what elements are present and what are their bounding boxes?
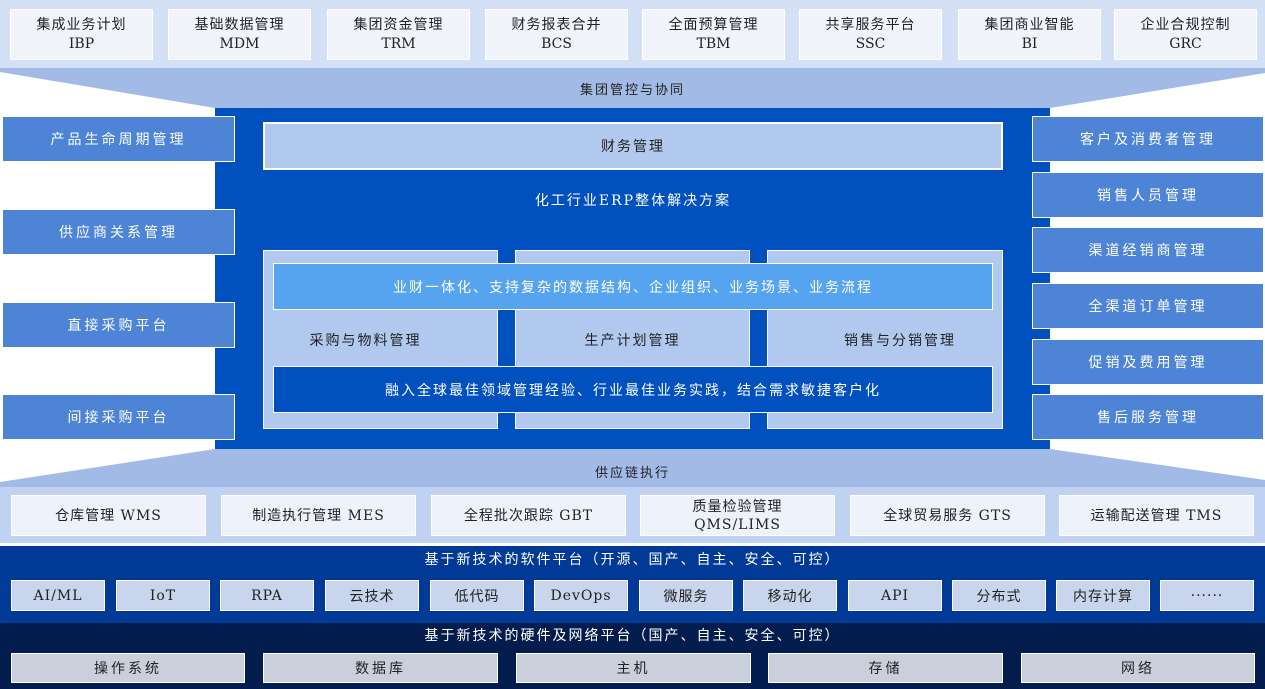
module-name: 运输配送管理 TMS <box>1090 507 1223 524</box>
top-trapezoid <box>0 68 1265 108</box>
sw-item-microservice[interactable]: 微服务 <box>639 580 733 611</box>
module-name: 集团资金管理 <box>353 16 444 33</box>
best-practice-banner: 融入全球最佳领域管理经验、行业最佳业务实践，结合需求敏捷客户化 <box>273 366 993 413</box>
module-code: TRM <box>381 35 416 52</box>
sw-item-iot[interactable]: IoT <box>116 580 210 611</box>
right-module-channel-dealer[interactable]: 渠道经销商管理 <box>1032 227 1264 273</box>
hw-item-os[interactable]: 操作系统 <box>11 653 245 683</box>
sc-module-tms[interactable]: 运输配送管理 TMS <box>1059 495 1254 536</box>
module-code: BCS <box>541 35 572 52</box>
right-module-promotion[interactable]: 促销及费用管理 <box>1032 339 1264 385</box>
module-name: 集成业务计划 <box>36 16 127 33</box>
module-code: MDM <box>219 35 260 52</box>
sw-item-cloud[interactable]: 云技术 <box>325 580 419 611</box>
module-name: 全面预算管理 <box>668 16 759 33</box>
sw-item-more[interactable]: ······ <box>1160 580 1254 611</box>
sc-module-mes[interactable]: 制造执行管理 MES <box>221 495 416 536</box>
top-module-ibp[interactable]: 集成业务计划 IBP <box>10 9 153 60</box>
top-module-bi[interactable]: 集团商业智能 BI <box>958 9 1101 60</box>
top-module-ssc[interactable]: 共享服务平台 SSC <box>799 9 942 60</box>
sc-module-gts[interactable]: 全球贸易服务 GTS <box>850 495 1045 536</box>
sw-item-aiml[interactable]: AI/ML <box>11 580 105 611</box>
column-label-sales: 销售与分销管理 <box>844 333 956 349</box>
sw-item-lowcode[interactable]: 低代码 <box>430 580 524 611</box>
sw-item-in-memory[interactable]: 内存计算 <box>1056 580 1150 611</box>
hw-item-network[interactable]: 网络 <box>1021 653 1255 683</box>
bottom-trapezoid <box>0 449 1265 487</box>
module-name: 全球贸易服务 GTS <box>883 507 1012 524</box>
module-name: 仓库管理 WMS <box>55 507 162 524</box>
group-control-label: 集团管控与协同 <box>579 82 685 98</box>
left-module-srm[interactable]: 供应商关系管理 <box>2 209 235 255</box>
sc-module-wms[interactable]: 仓库管理 WMS <box>11 495 206 536</box>
sc-module-gbt[interactable]: 全程批次跟踪 GBT <box>431 495 626 536</box>
column-label-procurement: 采购与物料管理 <box>309 333 422 349</box>
left-module-direct-procurement[interactable]: 直接采购平台 <box>2 302 235 348</box>
software-platform-title: 基于新技术的软件平台（开源、国产、自主、安全、可控） <box>424 552 841 568</box>
module-code: GRC <box>1169 35 1202 52</box>
right-module-after-sales[interactable]: 售后服务管理 <box>1032 394 1264 440</box>
hw-item-host[interactable]: 主机 <box>516 653 751 683</box>
column-label-production: 生产计划管理 <box>584 333 681 349</box>
module-name: 集团商业智能 <box>984 16 1075 33</box>
hw-item-database[interactable]: 数据库 <box>263 653 498 683</box>
module-name: 基础数据管理 <box>194 16 285 33</box>
right-module-omni-order[interactable]: 全渠道订单管理 <box>1032 283 1264 329</box>
finance-management[interactable]: 财务管理 <box>263 122 1003 170</box>
module-code: IBP <box>68 35 95 52</box>
module-sub: QMS/LIMS <box>694 516 781 533</box>
right-module-sales-staff[interactable]: 销售人员管理 <box>1032 172 1264 218</box>
sw-item-mobile[interactable]: 移动化 <box>743 580 837 611</box>
left-module-plm[interactable]: 产品生命周期管理 <box>2 116 235 162</box>
sw-item-devops[interactable]: DevOps <box>534 580 628 611</box>
supply-chain-label: 供应链执行 <box>594 465 670 481</box>
module-name: 企业合规控制 <box>1140 16 1231 33</box>
top-module-tbm[interactable]: 全面预算管理 TBM <box>642 9 785 60</box>
top-module-trm[interactable]: 集团资金管理 TRM <box>327 9 470 60</box>
erp-solution-title: 化工行业ERP整体解决方案 <box>534 193 732 209</box>
module-code: SSC <box>855 35 886 52</box>
sw-item-distributed[interactable]: 分布式 <box>952 580 1046 611</box>
right-module-customer[interactable]: 客户及消费者管理 <box>1032 116 1264 162</box>
module-name: 质量检验管理 <box>692 498 783 515</box>
hw-item-storage[interactable]: 存储 <box>768 653 1003 683</box>
module-name: 全程批次跟踪 GBT <box>463 507 594 524</box>
software-platform-band <box>0 546 1265 623</box>
module-code: TBM <box>696 35 731 52</box>
top-module-bcs[interactable]: 财务报表合并 BCS <box>485 9 628 60</box>
sw-item-rpa[interactable]: RPA <box>220 580 314 611</box>
module-name: 共享服务平台 <box>825 16 916 33</box>
module-name: 制造执行管理 MES <box>252 507 385 524</box>
left-module-indirect-procurement[interactable]: 间接采购平台 <box>2 394 235 440</box>
supply-chain-band <box>0 487 1265 543</box>
integration-banner: 业财一体化、支持复杂的数据结构、企业组织、业务场景、业务流程 <box>273 263 993 310</box>
module-name: 财务报表合并 <box>511 16 602 33</box>
sc-module-qms[interactable]: 质量检验管理 QMS/LIMS <box>640 495 835 536</box>
module-code: BI <box>1021 35 1038 52</box>
hardware-platform-title: 基于新技术的硬件及网络平台（国产、自主、安全、可控） <box>424 628 841 644</box>
sw-item-api[interactable]: API <box>848 580 942 611</box>
top-module-mdm[interactable]: 基础数据管理 MDM <box>168 9 311 60</box>
top-module-grc[interactable]: 企业合规控制 GRC <box>1114 9 1257 60</box>
